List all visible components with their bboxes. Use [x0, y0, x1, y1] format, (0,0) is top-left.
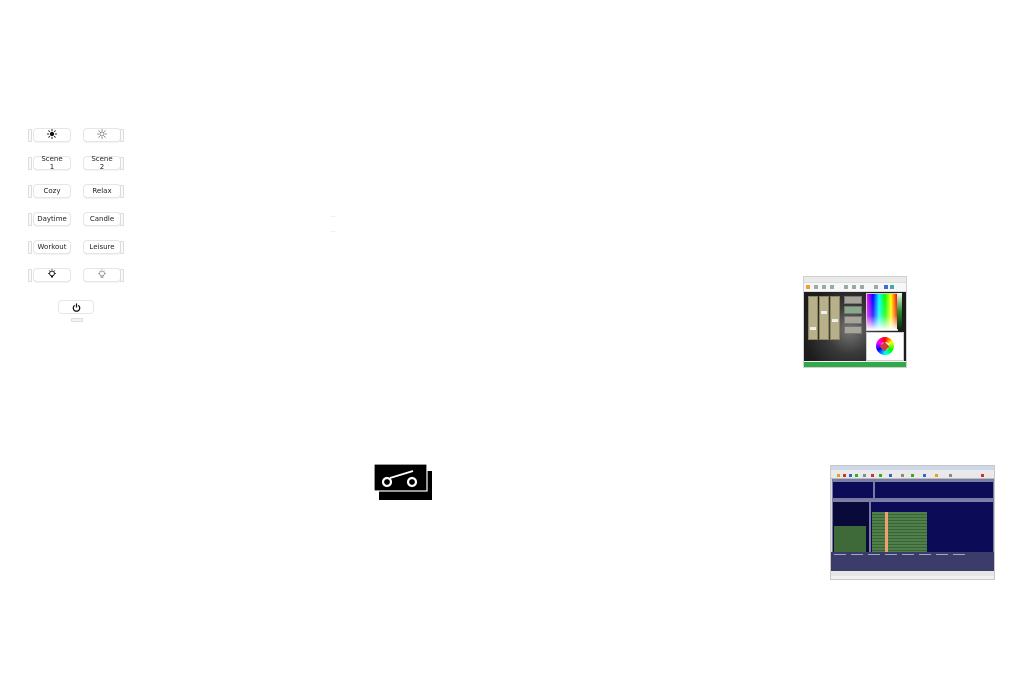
fixture-chip — [844, 306, 862, 314]
side-indicator — [28, 269, 32, 282]
status-bar — [804, 362, 906, 367]
toolbar — [804, 283, 906, 292]
power-icon — [72, 300, 81, 315]
sun-outline-icon — [97, 129, 107, 141]
side-indicator — [120, 241, 124, 254]
power-control — [58, 300, 96, 322]
brightness-down-button[interactable] — [83, 128, 121, 142]
color-picker-app-screenshot — [803, 276, 907, 368]
fixture-chip — [844, 296, 862, 304]
power-button[interactable] — [58, 300, 94, 314]
lighting-keypad: Scene 1 Scene 2 Cozy Relax Daytime Candl… — [28, 126, 126, 294]
brightness-up-button[interactable] — [33, 128, 71, 142]
side-indicator — [28, 213, 32, 226]
cozy-button[interactable]: Cozy — [33, 184, 71, 198]
scene-1-button[interactable]: Scene 1 — [33, 155, 71, 171]
lighting-console-app-screenshot — [830, 465, 995, 580]
side-indicator — [120, 157, 124, 170]
daytime-button[interactable]: Daytime — [33, 212, 71, 226]
relax-button[interactable]: Relax — [83, 184, 121, 198]
fader — [808, 296, 818, 340]
workout-button[interactable]: Workout — [33, 240, 71, 254]
cue-grid — [872, 512, 927, 552]
fixture-chip — [844, 326, 862, 334]
keypad-row — [28, 266, 126, 294]
faint-mark — [330, 231, 336, 232]
light-off-button[interactable] — [83, 268, 121, 282]
candle-button[interactable]: Candle — [83, 212, 121, 226]
status-bar — [831, 576, 994, 579]
faint-mark — [330, 216, 336, 217]
fader — [830, 296, 840, 340]
power-indicator-led — [71, 318, 83, 322]
output-pane — [874, 479, 994, 499]
color-spectrum — [866, 293, 898, 331]
window-titlebar — [804, 277, 906, 283]
light-on-button[interactable] — [33, 268, 71, 282]
side-indicator — [28, 129, 32, 142]
keypad-row: Workout Leisure — [28, 238, 126, 266]
fader — [819, 296, 829, 340]
cue-grid-highlight — [885, 512, 888, 552]
side-indicator — [28, 241, 32, 254]
window-titlebar — [831, 466, 994, 470]
side-indicator — [120, 129, 124, 142]
keypad-row: Daytime Candle — [28, 210, 126, 238]
keypad-row: Cozy Relax — [28, 182, 126, 210]
side-indicator — [28, 157, 32, 170]
keypad-row: Scene 1 Scene 2 — [28, 154, 126, 182]
intensity-slider — [897, 293, 902, 329]
sun-filled-icon — [47, 129, 57, 141]
bulb-outline-icon — [97, 269, 107, 281]
side-indicator — [120, 185, 124, 198]
switch-icon — [373, 463, 433, 501]
playback-strip — [831, 552, 994, 571]
scene-2-button[interactable]: Scene 2 — [83, 155, 121, 171]
group-list — [834, 526, 866, 552]
fixture-chip — [844, 316, 862, 324]
toolbar — [831, 473, 994, 479]
bulb-filled-icon — [47, 269, 57, 281]
side-indicator — [120, 269, 124, 282]
menu-bar — [831, 470, 994, 473]
bottom-toolbar — [831, 571, 994, 576]
leisure-button[interactable]: Leisure — [83, 240, 121, 254]
info-pane — [832, 479, 874, 499]
stage-view — [804, 292, 906, 361]
keypad-row — [28, 126, 126, 154]
color-wheel-panel — [866, 332, 904, 361]
side-indicator — [120, 213, 124, 226]
side-indicator — [28, 185, 32, 198]
